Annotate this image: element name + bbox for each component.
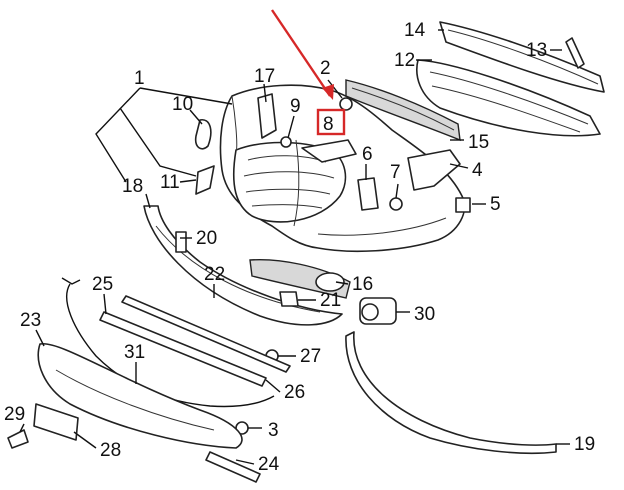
callout-27: 27: [300, 346, 321, 367]
callout-1: 1: [134, 68, 145, 89]
callout-labels: 1 2 3 4 5 6 7 8 9 10 11 12 13 14 15 16 1…: [4, 20, 595, 475]
highlight-marker: [271, 9, 346, 136]
callout-7: 7: [390, 162, 401, 183]
callout-15: 15: [468, 132, 489, 153]
callout-19: 19: [574, 434, 595, 455]
leader-lines: [19, 29, 570, 465]
callout-13: 13: [526, 40, 547, 61]
callout-14: 14: [404, 20, 426, 41]
callout-24: 24: [258, 454, 280, 475]
reinforcement-bar: [439, 21, 605, 93]
bracket-6: [357, 177, 379, 211]
strip-24: [205, 451, 261, 483]
fog-lamp-grille: [249, 259, 351, 299]
callout-10: 10: [172, 94, 193, 115]
trim-strip: [99, 311, 267, 387]
highlight-arrowhead: [322, 84, 334, 100]
callout-18: 18: [122, 176, 143, 197]
callout-28: 28: [100, 440, 121, 461]
screw-5: [455, 197, 471, 213]
callout-29: 29: [4, 404, 25, 425]
callout-5: 5: [490, 194, 501, 215]
bracket-8: [301, 139, 357, 163]
trim-strip-26: [121, 295, 291, 373]
callout-17: 17: [254, 66, 275, 87]
callout-31: 31: [124, 342, 145, 363]
callout-4: 4: [472, 160, 483, 181]
highlight-arrow: [271, 9, 331, 97]
lower-cover: [37, 342, 243, 449]
support-17: [257, 93, 277, 139]
callout-11: 11: [160, 172, 180, 193]
side-insert-11: [195, 165, 215, 195]
impact-absorber: [416, 59, 601, 137]
bracket-13: [565, 37, 585, 69]
callout-30: 30: [414, 304, 435, 325]
clip-7: [389, 197, 403, 211]
callout-22: 22: [204, 264, 225, 285]
clip-2: [339, 97, 353, 111]
bumper-cover: [219, 84, 466, 253]
callout-3: 3: [268, 420, 279, 441]
callout-21: 21: [320, 290, 341, 311]
screw-9: [280, 136, 292, 148]
clip-21: [279, 291, 299, 307]
lower-lip: [345, 331, 557, 454]
parking-sensor: [359, 297, 397, 325]
bolt-29: [7, 429, 29, 449]
callout-16: 16: [352, 274, 373, 295]
callout-25: 25: [92, 274, 113, 295]
callout-8: 8: [323, 114, 334, 135]
washer-nozzle-cover: [194, 119, 212, 150]
callout-12: 12: [394, 50, 415, 71]
callout-6: 6: [362, 144, 373, 165]
plate-28: [33, 403, 79, 441]
callout-26: 26: [284, 382, 305, 403]
side-bracket: [407, 149, 461, 191]
bolt-20: [175, 231, 187, 253]
callout-20: 20: [196, 228, 217, 249]
callout-23: 23: [20, 310, 41, 331]
callout-9: 9: [290, 96, 301, 117]
highlight-box: [316, 108, 346, 136]
harness-plug: [61, 277, 81, 285]
callout-2: 2: [320, 58, 331, 79]
